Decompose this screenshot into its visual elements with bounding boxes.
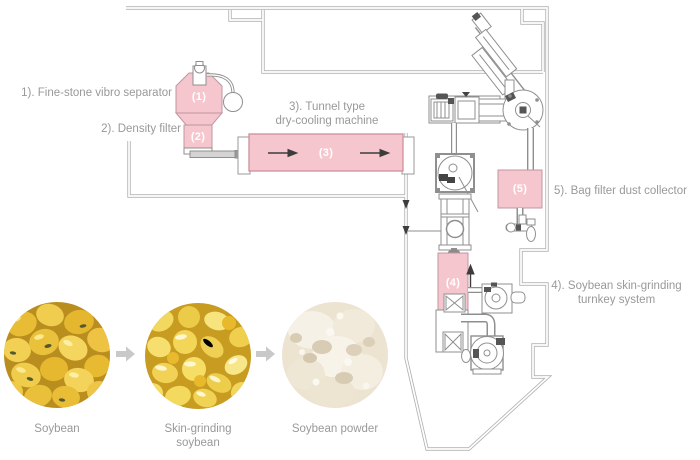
up-flow-arrow-icon (466, 263, 475, 288)
bottom-pump (461, 313, 505, 375)
bag-filter-shape (497, 169, 543, 209)
building-walls (126, 6, 553, 451)
tunnel-label: 3). Tunnel type dry-cooling machine (275, 101, 379, 128)
soybean-label: Soybean (34, 423, 80, 435)
density-filter-label: 2). Density filter (101, 123, 181, 135)
bag-filter-valve (505, 208, 536, 242)
bag-filter-label: 5). Bag filter dust collector (554, 185, 687, 197)
bucket-elevator (471, 11, 526, 96)
cyclone-fan (502, 89, 544, 131)
grinder-number: (4) (445, 277, 461, 289)
conveyor-frame (408, 193, 472, 254)
separator-shape (174, 72, 224, 127)
motor-unit (428, 92, 518, 124)
skin-grinding-soybean-photo (145, 303, 251, 409)
tunnel-flow-arrow-icon (268, 148, 391, 158)
separator-label: 1). Fine-stone vibro separator (21, 87, 172, 99)
density-filter-number: (2) (190, 131, 206, 143)
grinder-shape (437, 252, 469, 311)
tunnel-shape (237, 133, 415, 175)
tunnel-number: (3) (318, 147, 334, 159)
flow-arrow-icon (116, 346, 135, 362)
side-pump (468, 282, 526, 314)
bag-filter-number: (5) (512, 183, 528, 195)
separator-number: (1) (191, 91, 207, 103)
skin-grinding-soybean-label: Skin-grinding soybean (164, 423, 232, 450)
grinder-label: 4). Soybean skin-grinding turnkey system (551, 280, 682, 307)
down-flow-arrow-icon (402, 200, 410, 235)
soybean-powder-label: Soybean powder (291, 423, 379, 435)
separator-cap (192, 61, 243, 112)
soybean-powder-photo (282, 302, 388, 408)
flow-arrow-icon (256, 346, 275, 362)
soybean-photo (4, 302, 110, 408)
square-blower (435, 153, 479, 213)
